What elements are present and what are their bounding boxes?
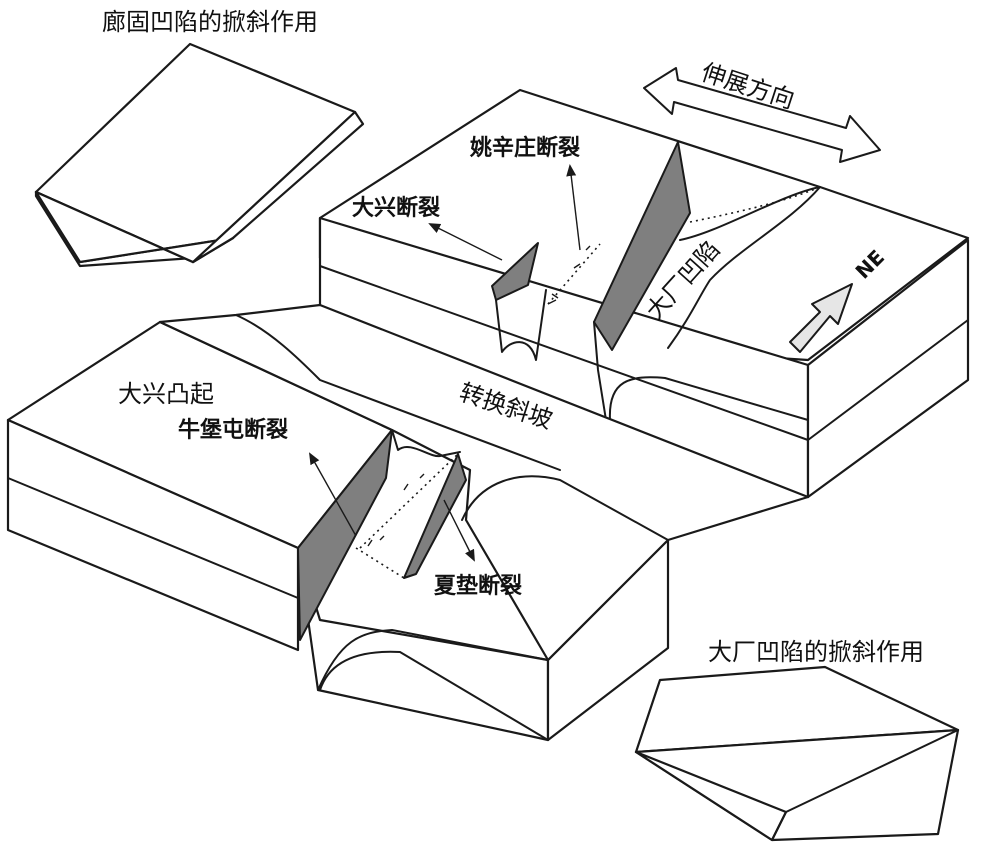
- daxing-fault-label: 大兴断裂: [352, 196, 441, 221]
- fault-ticks: [367, 243, 601, 547]
- lower-fault-block: [6, 320, 670, 742]
- leader-arrows: [309, 164, 581, 562]
- xiadian-fault-label: 夏垫断裂: [434, 574, 523, 599]
- niubaotun-fault-label: 牛堡屯断裂: [178, 418, 289, 443]
- daxing-fault-plane: [491, 242, 547, 361]
- dachang-tilt-label: 大厂凹陷的掀斜作用: [708, 638, 924, 666]
- yaoxinzhuang-fault-label: 姚辛庄断裂: [470, 136, 581, 161]
- dachang-tilt-block: [634, 665, 960, 842]
- langgu-tilt-label: 廊固凹陷的掀斜作用: [102, 8, 318, 36]
- langgu-tilt-block: [34, 42, 365, 268]
- yaoxinzhuang-fault-plane: [593, 141, 691, 421]
- xiadian-fault-plane: [355, 451, 467, 579]
- extension-direction-arrow: [643, 67, 881, 163]
- daxing-uplift-label: 大兴凸起: [118, 380, 214, 408]
- transfer-slope-surface: [158, 303, 810, 741]
- niubaotun-fault-plane: [297, 429, 461, 641]
- north-east-arrow: [789, 283, 853, 353]
